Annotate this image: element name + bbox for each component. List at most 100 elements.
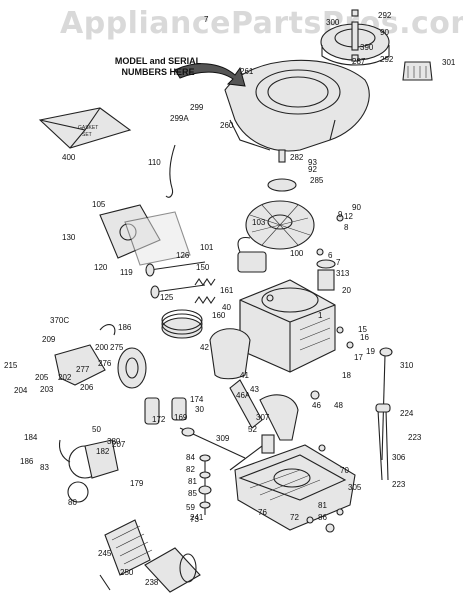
part-label: 200 [95, 343, 109, 352]
drain-components [198, 454, 212, 515]
part-label: 370C [50, 316, 69, 325]
part-label: 161 [220, 286, 234, 295]
part-label: 310 [400, 361, 414, 370]
part-label: 241 [190, 513, 204, 522]
part-label: 305 [348, 483, 362, 492]
part-label: 130 [62, 233, 76, 242]
part-label: 169 [174, 413, 188, 422]
crankcase-sump [234, 444, 356, 531]
part-label: 400 [62, 153, 76, 162]
part-label: 48 [334, 401, 343, 410]
part-label: 238 [145, 578, 159, 587]
ground-wire [165, 144, 176, 198]
intake-plate [99, 204, 191, 266]
part-label: 160 [212, 311, 226, 320]
callout-arrow [174, 63, 246, 87]
part-label: 41 [240, 371, 249, 380]
governor-linkage [99, 324, 187, 425]
part-label: 261 [240, 67, 254, 76]
part-label: 120 [94, 263, 108, 272]
part-label: 209 [42, 335, 56, 344]
part-label: 73 [190, 515, 199, 524]
part-label: 150 [196, 263, 210, 272]
part-label: 125 [160, 293, 174, 302]
part-label: 292 [380, 55, 394, 64]
part-label: 7 [336, 258, 341, 267]
part-label: 93 [308, 158, 317, 167]
part-label: 100 [290, 249, 304, 258]
gasket-set-envelope [38, 107, 132, 149]
part-label: 276 [98, 359, 112, 368]
part-label: 81 [188, 477, 197, 486]
part-label: 92 [308, 165, 317, 174]
muffler-assembly [99, 519, 201, 593]
part-label: 299A [170, 114, 189, 123]
part-label: 83 [40, 463, 49, 472]
part-label: 186 [118, 323, 132, 332]
ignition-coil [237, 236, 267, 273]
part-label: 282 [290, 153, 304, 162]
part-label: 306 [392, 453, 406, 462]
part-label: 7 [204, 15, 209, 24]
blower-housing [224, 59, 370, 152]
part-label: 42 [200, 343, 209, 352]
part-label: 285 [310, 176, 324, 185]
cylinder-block [239, 259, 336, 373]
part-label: 299 [190, 103, 204, 112]
part-label: 81 [318, 501, 327, 510]
part-label: 224 [400, 409, 414, 418]
part-label: 85 [188, 489, 197, 498]
part-label: 12 [344, 212, 353, 221]
part-label: 313 [336, 269, 350, 278]
part-label: 287 [352, 57, 366, 66]
part-label: 182 [96, 447, 110, 456]
flywheel [245, 149, 315, 250]
part-label: 390 [360, 43, 374, 52]
part-label: 202 [58, 373, 72, 382]
part-label: 105 [92, 200, 106, 209]
piston-assembly [161, 309, 251, 380]
part-label: 380 [107, 437, 121, 446]
part-label: 72 [290, 513, 299, 522]
part-label: 86 [318, 513, 327, 522]
part-label: 223 [408, 433, 422, 442]
part-label: 76 [258, 508, 267, 517]
part-label: 16 [360, 333, 369, 342]
callout-line2: NUMBERS HERE [121, 67, 195, 77]
part-label: 70 [340, 466, 349, 475]
part-label: 260 [220, 121, 234, 130]
part-label: 101 [200, 243, 214, 252]
part-label: 8 [344, 223, 349, 232]
callout-line1: MODEL and SERIAL [114, 56, 202, 66]
part-label: 172 [152, 415, 166, 424]
part-label: 119 [120, 268, 133, 277]
part-label: 223 [392, 480, 406, 489]
part-label: 90 [352, 203, 361, 212]
part-label: 15 [358, 325, 367, 334]
part-label: 309 [216, 434, 230, 443]
part-label: 50 [92, 425, 101, 434]
dipstick-tube [375, 347, 393, 481]
gasket-set-label: GASKET [78, 125, 98, 131]
part-label: 103 [252, 218, 266, 227]
part-label: 20 [342, 286, 351, 295]
valve-train [145, 261, 216, 304]
part-label: 204 [14, 386, 28, 395]
part-label: 40 [222, 303, 231, 312]
part-label: 17 [354, 353, 363, 362]
part-label: 275 [110, 343, 124, 352]
model-serial-callout: MODEL and SERIAL NUMBERS HERE [98, 56, 218, 78]
part-label: 19 [366, 347, 375, 356]
part-label: 46A [236, 391, 251, 400]
part-label: 250 [120, 568, 134, 577]
part-label: 301 [442, 58, 456, 67]
part-label: 84 [186, 453, 195, 462]
part-label: 207 [112, 440, 126, 449]
part-label: 30 [195, 405, 204, 414]
part-label: 18 [342, 371, 351, 380]
part-label: 174 [190, 395, 204, 404]
part-label: 179 [130, 479, 144, 488]
part-label: 203 [40, 385, 54, 394]
